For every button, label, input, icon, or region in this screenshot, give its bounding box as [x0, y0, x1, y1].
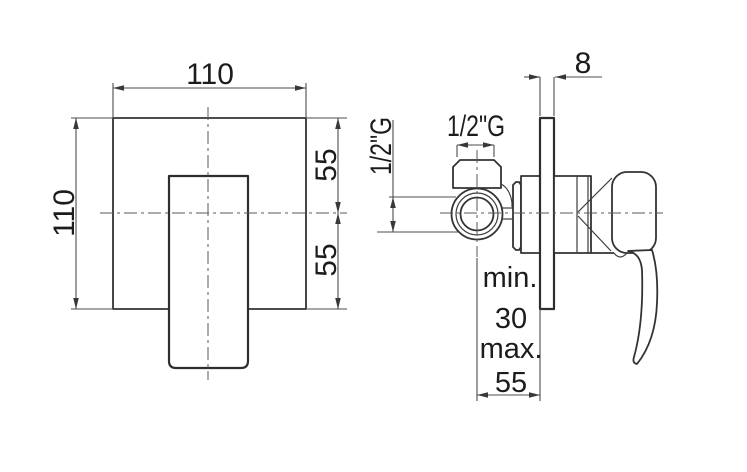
depth-min-value: 30 [495, 303, 527, 335]
depth-max-label: max. [480, 333, 543, 365]
front-lower-half-label: 55 [310, 243, 343, 276]
dimension-front-height: 110 [48, 117, 113, 310]
front-handle [167, 174, 250, 370]
dimension-front-halves: 55 55 [306, 117, 347, 310]
depth-min-label: min. [483, 262, 538, 294]
cartridge-flange [512, 181, 522, 251]
handle-cone-upper-edge [577, 177, 613, 213]
front-view: 110 110 55 55 [48, 58, 347, 380]
lever-pivot-notch [613, 252, 628, 258]
handle-sleeve [553, 175, 592, 254]
body-chamfer [500, 183, 513, 207]
side-view: 1/2"G 1/2"G 8 [365, 47, 663, 401]
front-upper-half-label: 55 [310, 148, 343, 181]
dimension-mounting-depth: min. 30 max. 55 [476, 258, 543, 401]
dimension-front-port: 1/2"G [365, 117, 464, 233]
cartridge-barrel [520, 175, 541, 254]
handle-cone-lower-edge [577, 215, 612, 252]
dimension-front-width: 110 [112, 58, 307, 118]
front-width-label: 110 [186, 58, 234, 91]
depth-max-value: 55 [495, 367, 527, 399]
front-port-thread-label: 1/2"G [365, 117, 398, 175]
dimension-top-port: 1/2"G [447, 110, 505, 157]
top-port-thread-label: 1/2"G [447, 110, 505, 143]
dimension-plate-thickness: 8 [524, 47, 602, 116]
handle-lever [627, 249, 659, 365]
front-height-label: 110 [48, 189, 81, 237]
plate-thickness-label: 8 [575, 47, 592, 80]
